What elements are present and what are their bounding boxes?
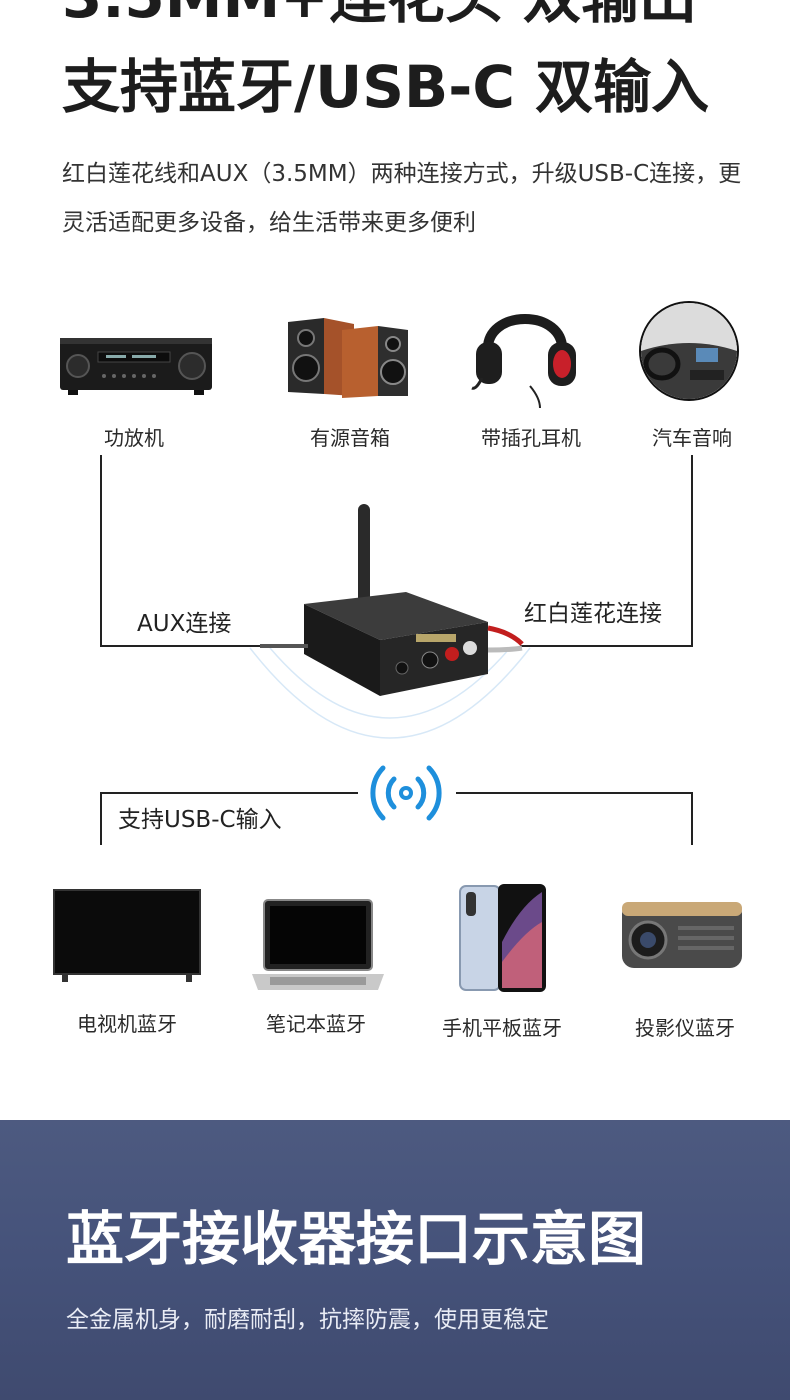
output-label-speakers: 有源音箱 — [310, 426, 390, 450]
tv-icon — [53, 889, 201, 982]
input-label-phone: 手机平板蓝牙 — [442, 1016, 562, 1040]
headphones-icon — [471, 314, 576, 408]
footer-title: 蓝牙接收器接口示意图 — [66, 1205, 647, 1273]
headline-line-2: 支持蓝牙/USB-C 双输入 — [62, 53, 710, 121]
intro-text: 红白莲花线和AUX（3.5MM）两种连接方式，升级USB-C连接，更灵活适配更多… — [62, 161, 742, 236]
rca-line-horizontal — [520, 645, 693, 647]
footer-subtitle: 全金属机身，耐磨耐刮，抗摔防震，使用更稳定 — [66, 1307, 549, 1333]
phone-icon — [459, 884, 546, 992]
input-label-laptop: 笔记本蓝牙 — [266, 1012, 366, 1036]
usbc-line-vertical-right — [691, 792, 693, 845]
headline-line-1: 3.5MM+莲花头 双输出 — [62, 0, 697, 26]
projector-icon — [622, 902, 742, 968]
speakers-icon — [288, 318, 408, 398]
usbc-line-horizontal-right — [456, 792, 693, 794]
car-dashboard-icon — [639, 301, 739, 401]
receiver-device-icon — [249, 504, 531, 739]
rca-line-vertical — [691, 455, 693, 646]
aux-line-vertical — [100, 455, 102, 646]
usbc-line-vertical-left — [100, 792, 102, 845]
footer-band: 蓝牙接收器接口示意图 全金属机身，耐磨耐刮，抗摔防震，使用更稳定 — [0, 1120, 790, 1400]
usbc-connection-label: 支持USB-C输入 — [118, 807, 282, 833]
amplifier-icon — [60, 338, 212, 395]
bluetooth-signal-icon — [370, 765, 442, 821]
input-label-projector: 投影仪蓝牙 — [635, 1016, 735, 1040]
output-label-headphones: 带插孔耳机 — [481, 426, 581, 450]
rca-connection-label: 红白莲花连接 — [524, 601, 662, 627]
input-label-tv: 电视机蓝牙 — [77, 1012, 177, 1036]
aux-connection-label: AUX连接 — [137, 611, 232, 637]
aux-line-horizontal — [100, 645, 260, 647]
laptop-icon — [252, 899, 384, 990]
usbc-line-horizontal-left — [100, 792, 358, 794]
output-label-amplifier: 功放机 — [104, 426, 164, 450]
output-label-car: 汽车音响 — [652, 426, 732, 450]
